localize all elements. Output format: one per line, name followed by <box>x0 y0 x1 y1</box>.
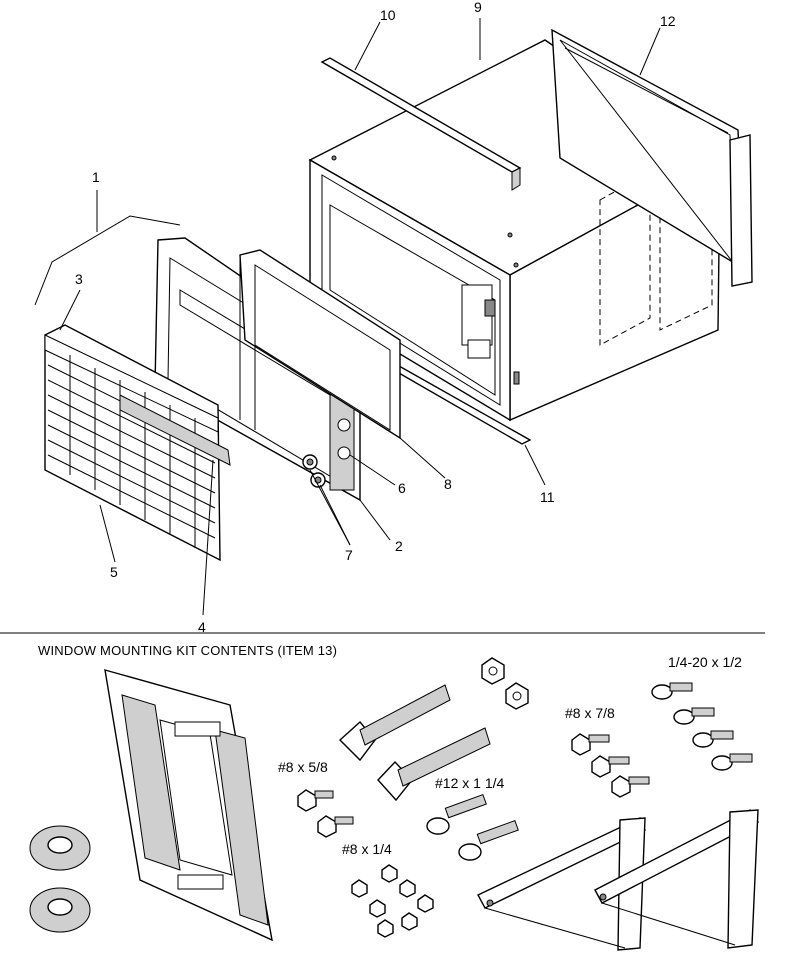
callout-12: 12 <box>660 13 676 29</box>
callout-5: 5 <box>110 564 118 580</box>
screws-8-7-8 <box>571 733 650 798</box>
filter-panel <box>239 249 401 440</box>
callout-4: 4 <box>198 619 206 635</box>
top-rail <box>320 57 522 191</box>
callout-1: 1 <box>92 169 100 185</box>
leader-lines <box>34 18 661 616</box>
screws-1-4-20 <box>651 682 753 771</box>
callout-9: 9 <box>474 0 482 15</box>
callout-10: 10 <box>380 7 396 23</box>
callout-2: 2 <box>395 538 403 554</box>
callout-6: 6 <box>398 480 406 496</box>
rear-frame <box>551 28 753 287</box>
label-8-1-4-screw: #8 x 1/4 <box>342 841 392 857</box>
label-8-5-8-screw: #8 x 5/8 <box>278 759 328 775</box>
hex-nuts <box>481 657 529 710</box>
support-brackets <box>477 809 760 951</box>
callout-8: 8 <box>444 476 452 492</box>
screws-12-1-1-4 <box>426 793 519 861</box>
kit-title: WINDOW MOUNTING KIT CONTENTS (ITEM 13) <box>38 643 337 658</box>
screws-8-1-4 <box>351 864 434 938</box>
callout-7: 7 <box>345 547 353 563</box>
large-bolts <box>338 684 491 802</box>
callout-11: 11 <box>540 489 555 505</box>
callout-numbers: 1 2 3 4 5 6 7 8 9 10 11 12 <box>75 0 676 635</box>
front-grille <box>44 324 231 562</box>
side-curtain-panel <box>104 669 273 942</box>
label-12-1-1-4-screw: #12 x 1 1/4 <box>435 775 504 791</box>
control-knobs <box>302 454 326 488</box>
label-1-4-20-screw: 1/4-20 x 1/2 <box>668 654 742 670</box>
screws-8-5-8 <box>297 789 354 838</box>
callout-3: 3 <box>75 271 83 287</box>
label-8-7-8-screw: #8 x 7/8 <box>565 705 615 721</box>
foam-seal-rings <box>29 825 91 933</box>
